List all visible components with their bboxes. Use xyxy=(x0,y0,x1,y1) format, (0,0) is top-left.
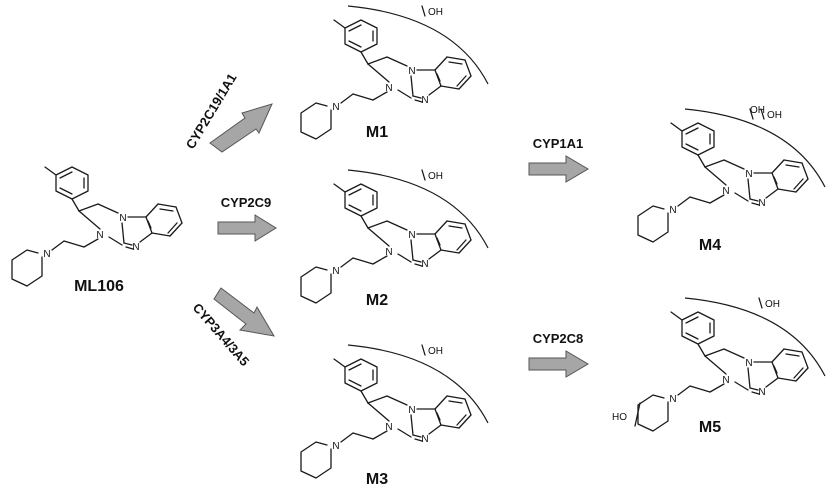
svg-text:HO: HO xyxy=(612,412,627,423)
m2-hydroxylation-arc xyxy=(347,169,489,249)
m4-structure: OH OH xyxy=(637,105,826,243)
m5-label: M5 xyxy=(699,419,721,436)
m4-label: M4 xyxy=(699,237,721,254)
reaction-cyp2c9: CYP2C9 xyxy=(217,195,277,242)
m1-structure: OH xyxy=(300,5,489,140)
m2-label: M2 xyxy=(366,292,388,309)
enzyme-label-cyp2c9: CYP2C9 xyxy=(221,195,272,210)
svg-text:OH: OH xyxy=(428,171,443,182)
reaction-cyp3a4-3a5: CYP3A4/3A5 xyxy=(190,287,275,369)
metabolite-m1: OH M1 xyxy=(300,5,489,141)
svg-text:OH: OH xyxy=(767,110,782,121)
m3-label: M3 xyxy=(366,471,388,488)
parent-compound: ML106 xyxy=(11,166,183,295)
m1-hydroxylation-arc xyxy=(347,5,489,85)
m5-piperidine-oh-arc xyxy=(634,402,641,427)
m3-hydroxylation-arc xyxy=(347,344,489,424)
svg-text:OH: OH xyxy=(428,7,443,18)
reaction-cyp2c8: CYP2C8 xyxy=(528,331,589,378)
reaction-cyp2c19-1a1: CYP2C19/1A1 xyxy=(183,71,273,153)
ml106-structure xyxy=(11,166,183,287)
metabolite-m2: OH M2 xyxy=(300,169,489,309)
svg-text:OH: OH xyxy=(750,105,765,116)
m5-structure: OH HO xyxy=(612,297,826,432)
m5-hydroxylation-arc xyxy=(684,297,826,377)
arrow-to-m4 xyxy=(528,155,589,183)
m4-hydroxylation-arc xyxy=(684,108,826,188)
arrow-to-m2 xyxy=(217,214,277,242)
metabolite-m3: OH M3 xyxy=(300,344,489,488)
metabolite-m5: OH HO M5 xyxy=(612,297,826,436)
enzyme-label-cyp1a1: CYP1A1 xyxy=(533,136,584,151)
parent-compound-label: ML106 xyxy=(74,278,124,295)
m1-label: M1 xyxy=(366,124,388,141)
metabolite-m4: OH OH M4 xyxy=(637,105,826,254)
svg-text:OH: OH xyxy=(428,346,443,357)
reaction-cyp1a1: CYP1A1 xyxy=(528,136,589,183)
arrow-to-m5 xyxy=(528,350,589,378)
arrow-to-m1 xyxy=(209,103,273,153)
arrow-to-m3 xyxy=(213,287,275,337)
m2-structure: OH xyxy=(300,169,489,304)
m3-structure: OH xyxy=(300,344,489,479)
svg-text:OH: OH xyxy=(765,299,780,310)
enzyme-label-cyp2c8: CYP2C8 xyxy=(533,331,584,346)
